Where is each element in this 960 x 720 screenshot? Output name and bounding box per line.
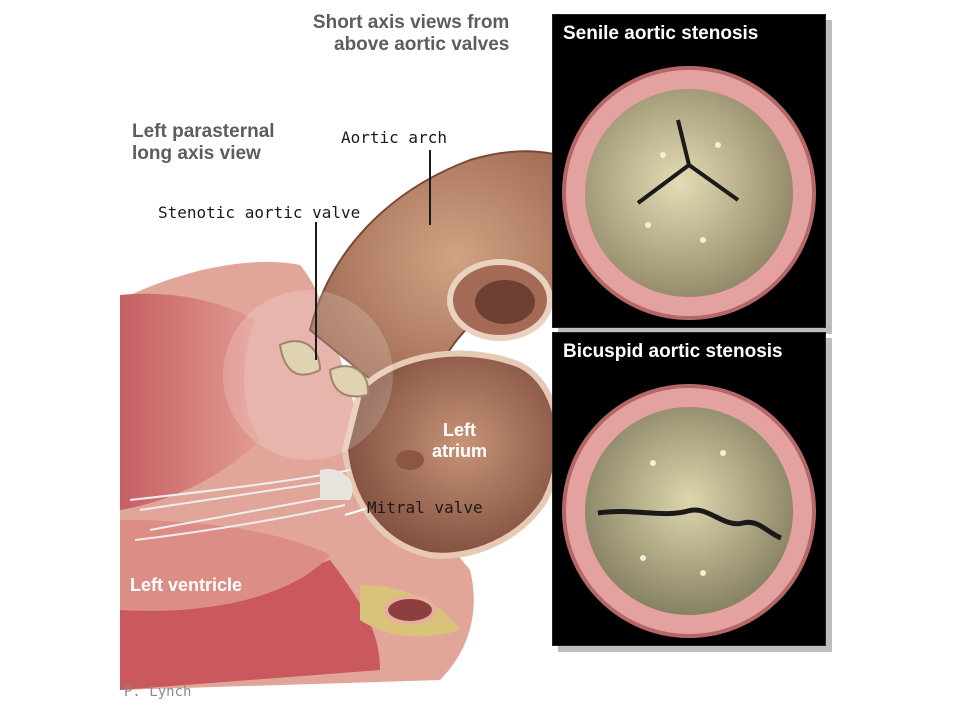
coronary-vessel: [384, 595, 436, 625]
bicuspid-slit: [597, 507, 783, 541]
senile-stenosis-title: Senile aortic stenosis: [563, 23, 759, 44]
left-atrium-label-line1: Left: [443, 420, 476, 440]
commissure-lines: [636, 119, 740, 205]
ventricle-cavity: [120, 520, 330, 611]
mitral-leaflet: [320, 469, 353, 500]
bicuspid-stenosis-title: Bicuspid aortic stenosis: [563, 341, 783, 362]
long-axis-heading-line2: long axis view: [132, 143, 261, 164]
bicuspid-valve-illustration: [562, 384, 816, 638]
aortic-valve-leaflet: [278, 340, 322, 376]
mitral-valve-leader: [344, 508, 366, 516]
senile-stenosis-inset: Senile aortic stenosis: [552, 14, 826, 328]
long-axis-heading: Left parasternal long axis view: [132, 121, 275, 165]
senile-valve-illustration: [562, 66, 816, 320]
short-axis-heading: Short axis views from above aortic valve…: [304, 12, 509, 56]
aortic-arch-label: Aortic arch: [341, 128, 447, 147]
magnified-region: [223, 290, 393, 460]
mitral-valve-label: Mitral valve: [367, 498, 483, 517]
bicuspid-stenosis-inset: Bicuspid aortic stenosis: [552, 332, 826, 646]
long-axis-heading-line1: Left parasternal: [132, 121, 275, 142]
mitral-chordae: [129, 469, 351, 541]
stenotic-valve-label: Stenotic aortic valve: [158, 203, 361, 222]
ventricle-myocardium: [120, 293, 260, 510]
left-ventricle-label: Left ventricle: [130, 575, 243, 595]
artist-credit: P. Lynch: [124, 684, 192, 700]
aortic-valve-leaflet: [328, 365, 370, 398]
left-atrium-label-line2: atrium: [432, 441, 488, 461]
short-axis-heading-line1: Short axis views from: [312, 12, 510, 33]
left-atrium-shape: [341, 350, 562, 559]
short-axis-heading-line2: above aortic valves: [334, 34, 510, 55]
left-atrium-label: Left atrium: [432, 420, 487, 462]
